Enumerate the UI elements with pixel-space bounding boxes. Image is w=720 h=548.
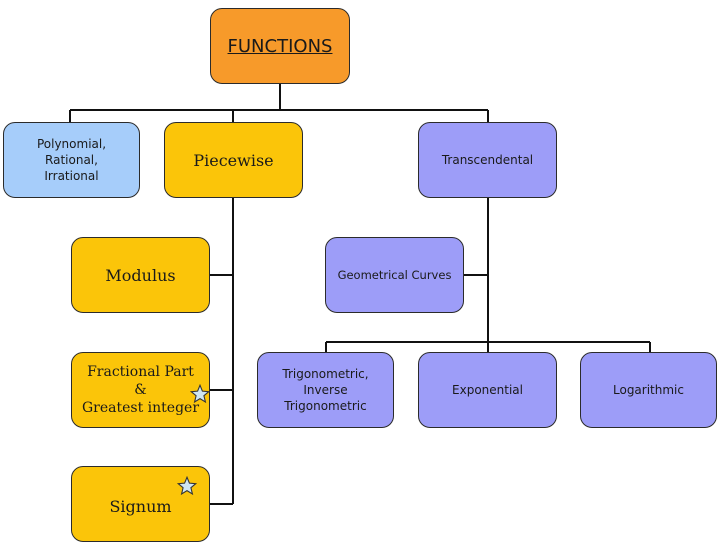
node-fractional-part-line-3: Greatest integer xyxy=(81,400,200,417)
node-transcendental-label: Transcendental xyxy=(441,153,534,167)
node-fractional-part-label: Fractional Part & Greatest integer xyxy=(82,363,199,418)
node-algebraic-label: Polynomial, Rational, Irrational xyxy=(37,136,106,185)
node-signum-label: Signum xyxy=(109,496,172,516)
node-fractional-part-line-2: & xyxy=(134,381,147,398)
star-icon xyxy=(177,476,197,496)
node-trigonometric-line-3: Trigonometric xyxy=(284,399,367,414)
node-algebraic: Polynomial, Rational, Irrational xyxy=(3,122,140,198)
node-modulus: Modulus xyxy=(71,237,210,313)
node-algebraic-line-3: Irrational xyxy=(44,169,99,184)
node-algebraic-line-1: Polynomial, xyxy=(36,136,107,151)
node-exponential-label: Exponential xyxy=(452,383,523,397)
node-functions-label: FUNCTIONS xyxy=(227,35,333,57)
node-functions: FUNCTIONS xyxy=(210,8,350,84)
node-trigonometric-line-1: Trigonometric, xyxy=(282,366,369,381)
node-transcendental: Transcendental xyxy=(418,122,557,198)
node-geometrical-curves: Geometrical Curves xyxy=(325,237,464,313)
node-trigonometric-line-2: Inverse xyxy=(303,382,348,397)
node-exponential: Exponential xyxy=(418,352,557,428)
node-logarithmic: Logarithmic xyxy=(580,352,717,428)
star-icon xyxy=(190,384,210,404)
node-piecewise: Piecewise xyxy=(164,122,303,198)
node-trigonometric: Trigonometric, Inverse Trigonometric xyxy=(257,352,394,428)
node-fractional-part-line-1: Fractional Part xyxy=(87,363,194,380)
node-algebraic-line-2: Rational, xyxy=(45,152,98,167)
node-logarithmic-label: Logarithmic xyxy=(613,383,684,397)
node-trigonometric-label: Trigonometric, Inverse Trigonometric xyxy=(282,366,368,415)
node-fractional-part: Fractional Part & Greatest integer xyxy=(71,352,210,428)
node-geometrical-curves-label: Geometrical Curves xyxy=(337,268,452,282)
node-modulus-label: Modulus xyxy=(105,265,176,285)
node-piecewise-label: Piecewise xyxy=(193,150,274,170)
